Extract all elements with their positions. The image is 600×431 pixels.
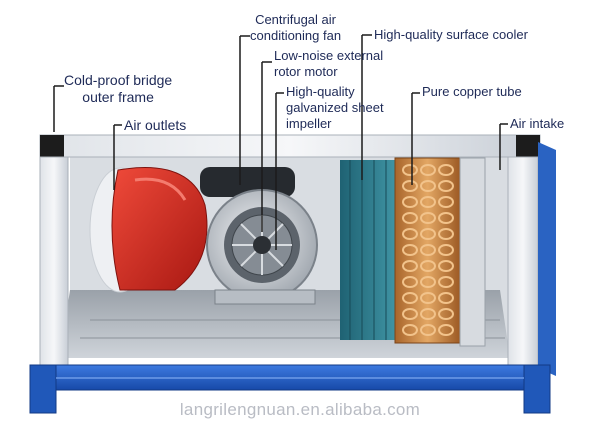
surface-cooler-fins xyxy=(340,160,395,340)
copper-tube-loop xyxy=(438,292,454,304)
copper-tube-loop xyxy=(402,308,418,320)
copper-tube-loop xyxy=(420,212,436,224)
copper-tube-coil xyxy=(394,157,461,344)
copper-tube-loop xyxy=(402,292,418,304)
copper-tube-loop xyxy=(402,260,418,272)
label-rotor-motor: Low-noise external rotor motor xyxy=(274,48,384,79)
motor-cap xyxy=(200,167,295,197)
left-frame-post xyxy=(39,156,69,368)
side-blue-panel xyxy=(538,142,556,376)
copper-tube-loop xyxy=(420,196,436,208)
label-cold-proof-frame: Cold-proof bridge outer frame xyxy=(64,72,173,105)
copper-tube-loop xyxy=(420,308,436,320)
copper-tube-loop xyxy=(402,324,418,336)
copper-tube-loop xyxy=(438,196,454,208)
label-impeller: High-quality galvanized sheet impeller xyxy=(286,84,384,131)
copper-tube-loop xyxy=(438,308,454,320)
label-copper-tube: Pure copper tube xyxy=(422,84,522,99)
label-surface-cooler: High-quality surface cooler xyxy=(374,27,528,42)
copper-tube-loop xyxy=(438,244,454,256)
copper-tube-loop xyxy=(402,212,418,224)
copper-tube-loop xyxy=(438,260,454,272)
label-air-outlets: Air outlets xyxy=(124,117,187,133)
copper-tube-loop xyxy=(420,292,436,304)
copper-tube-loop xyxy=(420,276,436,288)
copper-tube-loop xyxy=(438,164,454,176)
copper-tube-loop xyxy=(402,180,418,192)
watermark-text: langrilengnuan.en.alibaba.com xyxy=(179,400,421,419)
right-frame-post xyxy=(507,156,539,368)
copper-tube-loop xyxy=(402,244,418,256)
callout-lines xyxy=(53,34,508,250)
copper-tube-loop xyxy=(438,212,454,224)
copper-tube-loop xyxy=(402,228,418,240)
label-centrifugal-fan: Centrifugal air conditioning fan xyxy=(250,12,342,43)
copper-tube-loop xyxy=(420,260,436,272)
copper-tube-loop xyxy=(438,276,454,288)
centrifugal-fan-housing xyxy=(111,167,208,291)
copper-tube-loop xyxy=(438,324,454,336)
top-frame-rail xyxy=(39,134,541,158)
copper-tube-loop xyxy=(402,164,418,176)
copper-tube-loop xyxy=(438,228,454,240)
copper-tube-loop xyxy=(420,180,436,192)
copper-tube-loop xyxy=(438,180,454,192)
copper-tube-loop xyxy=(420,244,436,256)
copper-tube-loop xyxy=(402,196,418,208)
copper-tube-loop xyxy=(420,324,436,336)
label-air-intake: Air intake xyxy=(510,116,565,131)
copper-tube-loop xyxy=(420,228,436,240)
copper-tube-loop xyxy=(402,276,418,288)
copper-tube-loop xyxy=(420,164,436,176)
